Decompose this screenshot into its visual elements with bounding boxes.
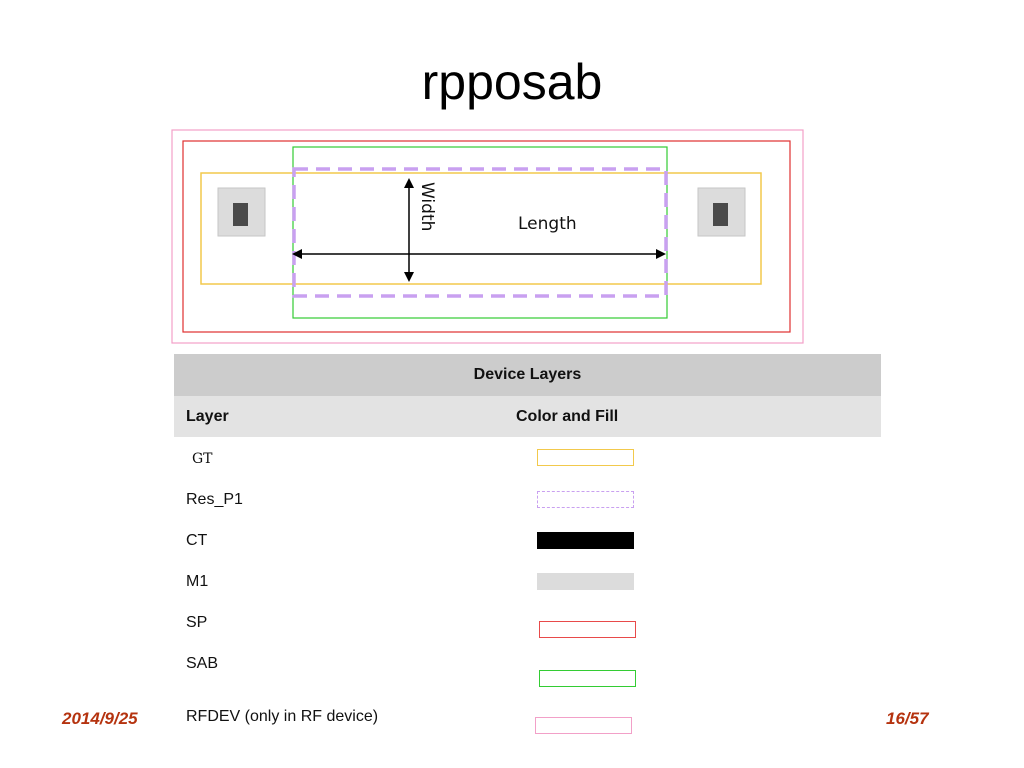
- header-layer: Layer: [186, 408, 229, 425]
- row-label: CT: [186, 532, 208, 549]
- table-caption: Device Layers: [174, 354, 881, 396]
- table-row-ct: CT: [174, 529, 881, 559]
- sab-swatch: [539, 670, 636, 687]
- width-arrow-head-top: [404, 178, 414, 188]
- row-label: Res_P1: [186, 491, 243, 508]
- width-arrow-head-bottom: [404, 272, 414, 282]
- row-label: RFDEV (only in RF device): [186, 708, 379, 725]
- length-arrow-head-left: [292, 249, 302, 259]
- footer-page-number: 16/57: [886, 709, 929, 728]
- table-row-sab: SAB: [174, 652, 881, 687]
- length-label: Length: [518, 214, 577, 234]
- rfdev-swatch: [535, 717, 632, 734]
- table-header-row: Layer Color and Fill: [174, 396, 881, 437]
- layout-diagram-svg: Width Length: [171, 129, 804, 344]
- table-row-res-p1: Res_P1: [174, 488, 881, 518]
- row-label: GT: [192, 451, 213, 467]
- gt-swatch: [537, 449, 634, 466]
- slide-title: rpposab: [421, 54, 603, 110]
- res-p1-swatch: [537, 491, 634, 508]
- length-arrow-head-right: [656, 249, 666, 259]
- sp-swatch: [539, 621, 636, 638]
- gt-boundary: [200, 172, 762, 285]
- row-label: M1: [186, 573, 209, 590]
- table-row-m1: M1: [174, 570, 881, 600]
- row-label: SP: [186, 614, 208, 631]
- right-ct-contact: [713, 203, 728, 226]
- m1-swatch: [537, 573, 634, 590]
- table-row-rfdev: RFDEV (only in RF device): [174, 705, 881, 735]
- header-color-fill: Color and Fill: [516, 408, 619, 425]
- row-label: SAB: [186, 655, 219, 672]
- sp-boundary: [182, 140, 791, 333]
- table-row-sp: SP: [174, 611, 881, 641]
- rfdev-boundary: [171, 129, 804, 344]
- layout-diagram: Width Length: [170, 128, 806, 346]
- left-ct-contact: [233, 203, 248, 226]
- footer-date: 2014/9/25: [62, 709, 138, 728]
- res-p1-boundary: [292, 167, 668, 298]
- table-row-gt: GT: [174, 447, 881, 477]
- width-label: Width: [417, 182, 437, 231]
- ct-swatch: [537, 532, 634, 549]
- device-layers-table: Device Layers Layer Color and Fill: [174, 354, 881, 437]
